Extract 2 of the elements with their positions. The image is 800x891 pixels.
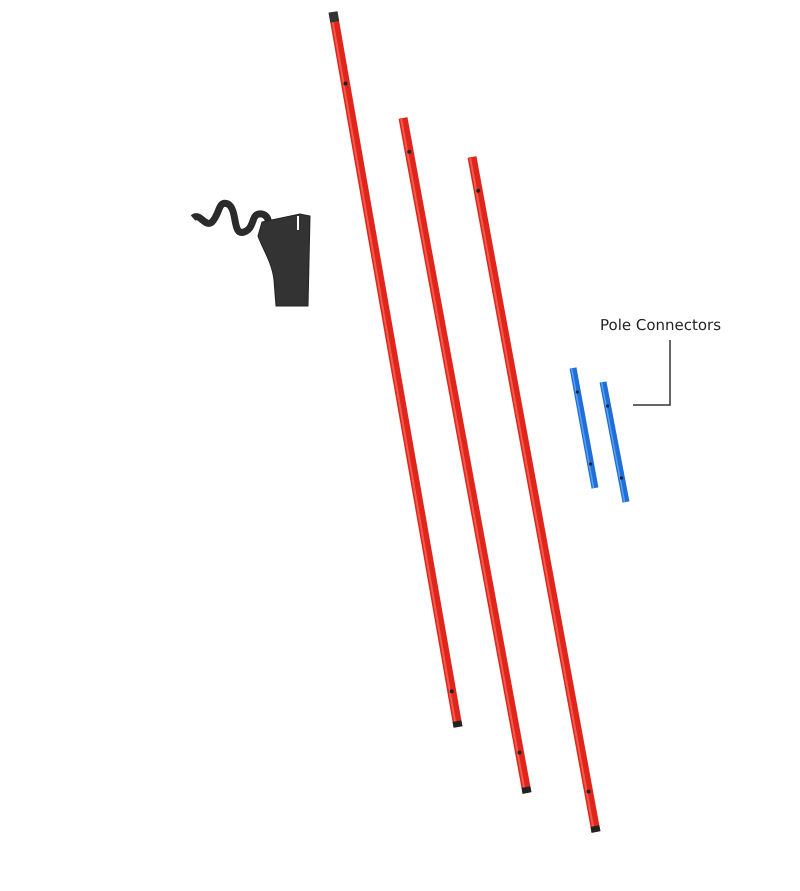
part-label: Pole Connectors <box>600 316 722 334</box>
leader-line <box>633 340 671 406</box>
